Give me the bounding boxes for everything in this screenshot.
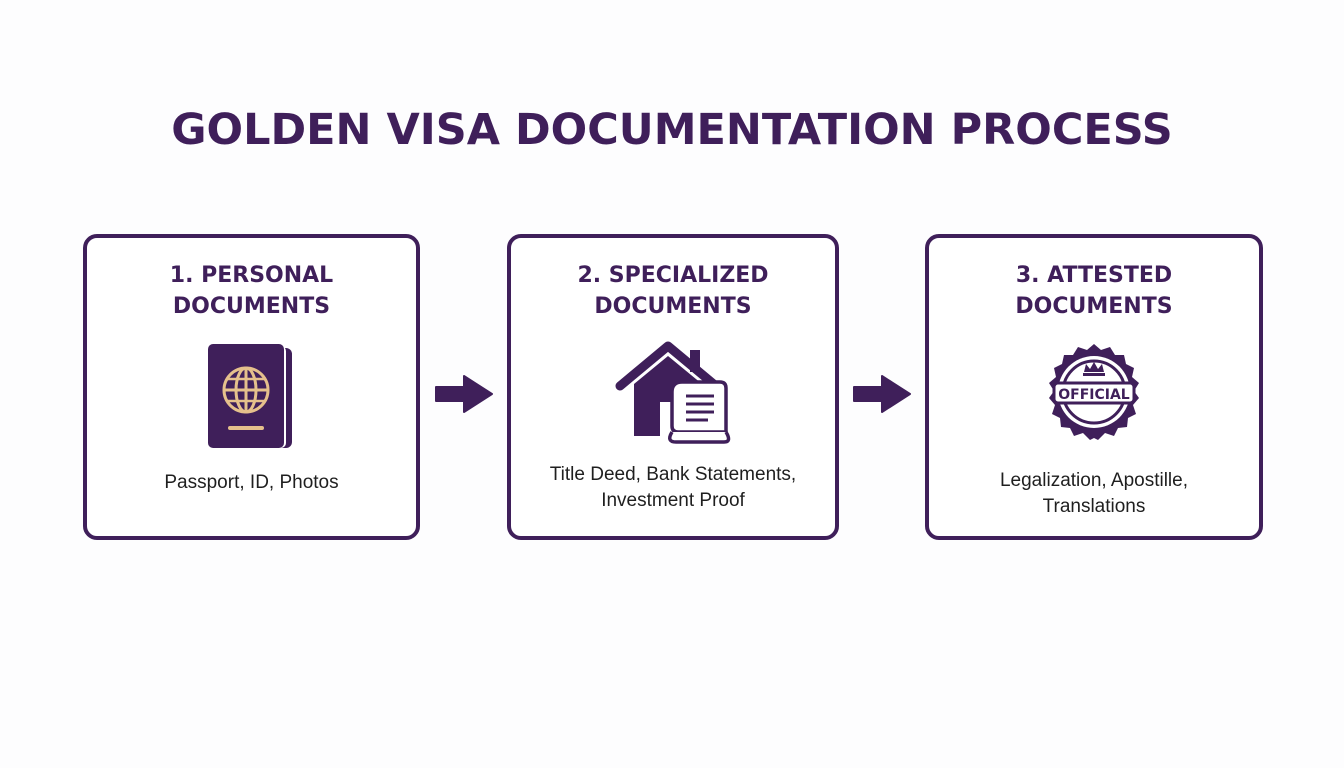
step-description-line: Title Deed, Bank Statements, (549, 464, 797, 485)
step-description: Passport, ID, Photos (87, 470, 416, 496)
step-title: 1. PERSONAL DOCUMENTS (87, 260, 416, 322)
step-title-line: 1. PERSONAL (169, 263, 334, 288)
seal-label: OFFICIAL (1058, 387, 1130, 403)
step-card-personal: 1. PERSONAL DOCUMENTS Passport, ID, Phot… (83, 234, 420, 540)
step-title-line: 3. ATTESTED (1015, 263, 1173, 288)
step-description: Legalization, Apostille, Translations (929, 468, 1259, 520)
arrow-right-icon (434, 372, 494, 416)
step-description-line: Legalization, Apostille, (999, 470, 1188, 491)
passport-icon (87, 342, 416, 459)
step-card-specialized: 2. SPECIALIZED DOCUMENTS Title Deed, Ban… (507, 234, 839, 540)
step-title: 3. ATTESTED DOCUMENTS (929, 260, 1259, 322)
step-title-line: DOCUMENTS (1015, 294, 1173, 319)
step-description: Title Deed, Bank Statements, Investment … (511, 462, 835, 514)
page-title: GOLDEN VISA DOCUMENTATION PROCESS (171, 105, 1173, 155)
step-title: 2. SPECIALIZED DOCUMENTS (511, 260, 835, 322)
step-title-line: DOCUMENTS (172, 294, 331, 319)
step-description-line: Passport, ID, Photos (164, 472, 339, 493)
step-card-attested: 3. ATTESTED DOCUMENTS OFFICIAL Legalizat… (925, 234, 1263, 540)
house-deed-icon (511, 340, 835, 451)
step-title-line: 2. SPECIALIZED (577, 263, 769, 288)
step-description-line: Translations (1042, 496, 1146, 517)
arrow-right-icon (852, 372, 912, 416)
official-seal-icon: OFFICIAL (929, 342, 1259, 451)
step-title-line: DOCUMENTS (594, 294, 752, 319)
step-description-line: Investment Proof (601, 490, 745, 511)
